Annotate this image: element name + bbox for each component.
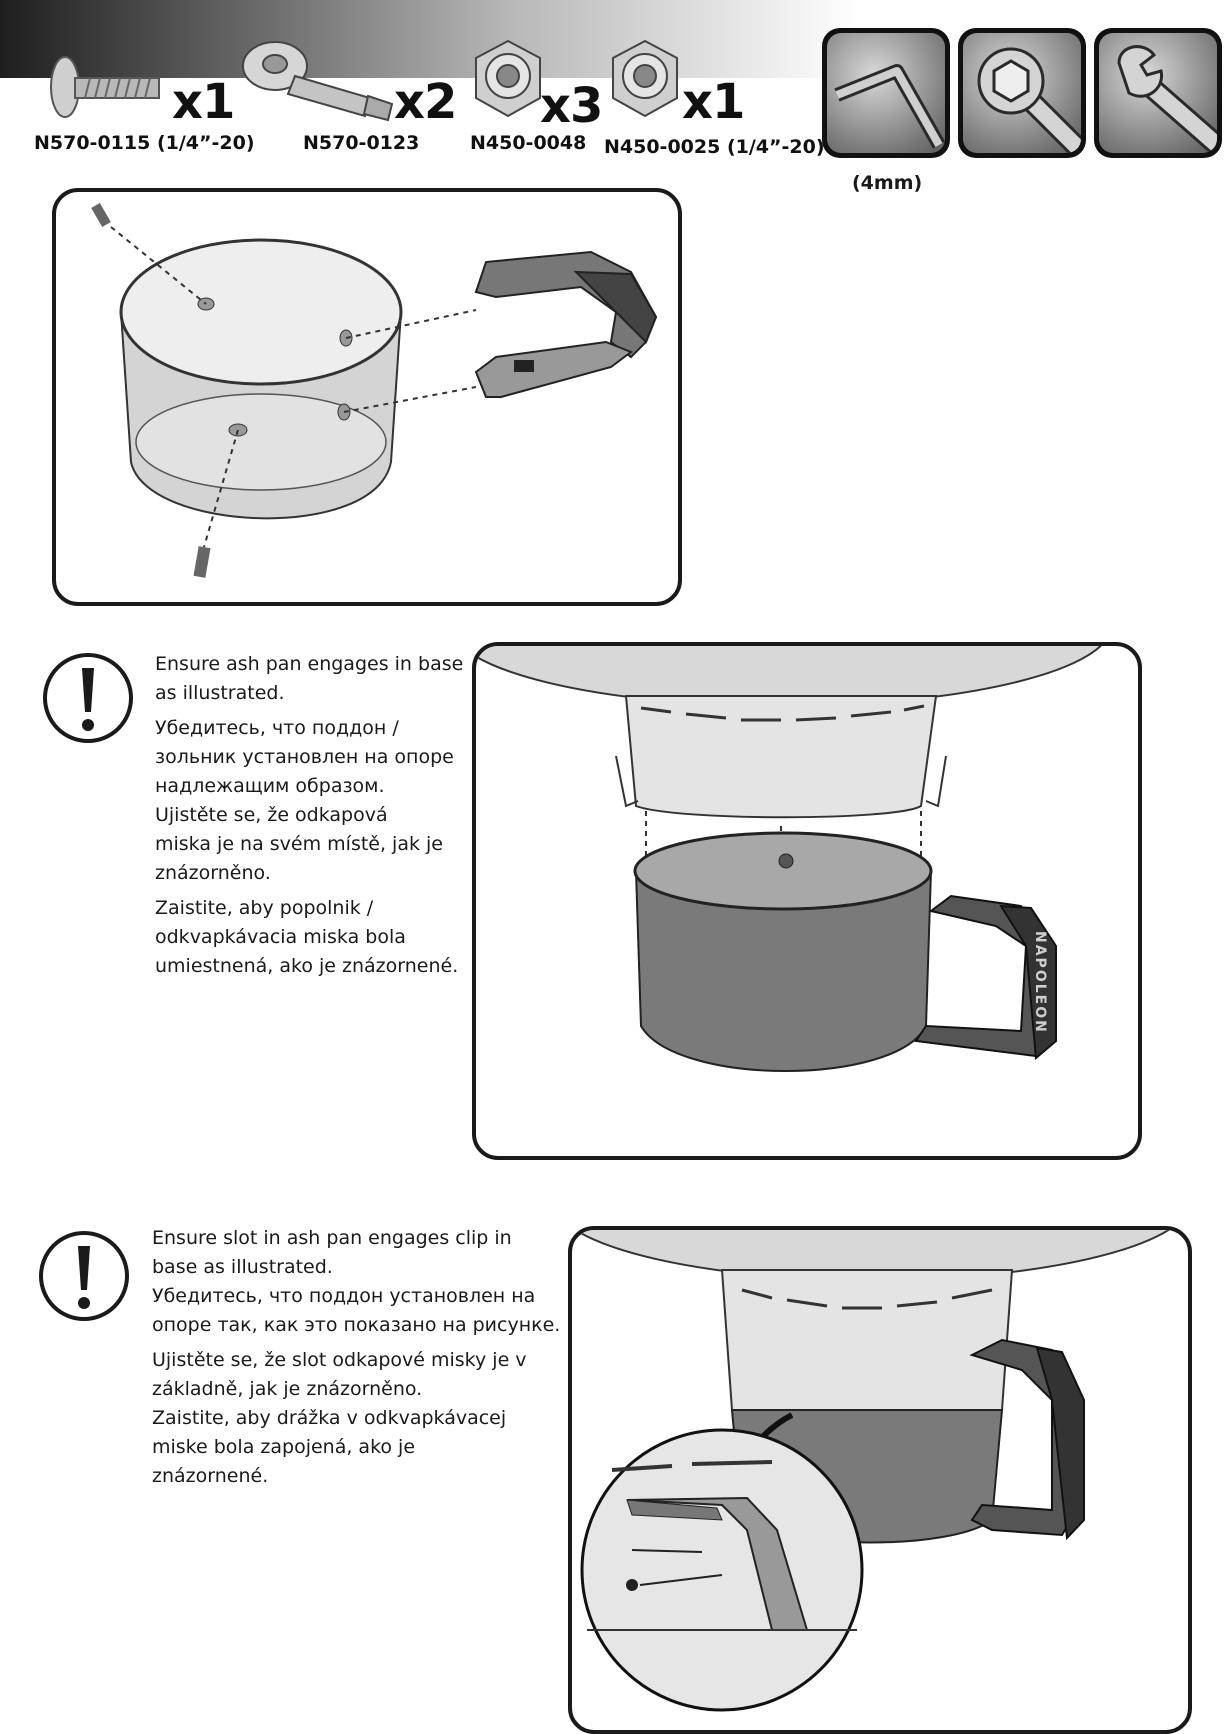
warning-exclamation-icon bbox=[43, 653, 133, 743]
hex-key-icon bbox=[834, 64, 945, 149]
illustration-ash-pan-handle-assembly bbox=[52, 188, 682, 606]
part-4-code: N450-0025 (1/4”-20) bbox=[604, 136, 825, 158]
note-2-sk-line-3: znázornené. bbox=[152, 1465, 269, 1487]
note-2-sk-line-2: miske bola zapojená, ako je bbox=[152, 1436, 416, 1458]
part-3-quantity: x3 bbox=[540, 78, 603, 134]
tool-socket-wrench bbox=[958, 28, 1086, 158]
ash-pan-base-drawing: NAPOLEON bbox=[476, 646, 1102, 1072]
part-2-code: N570-0123 bbox=[303, 132, 420, 154]
header-gradient-bar bbox=[0, 0, 860, 78]
slot-clip-drawing bbox=[573, 1230, 1171, 1712]
shoulder-bolt-icon bbox=[242, 41, 394, 122]
ash-pan-exploded-drawing bbox=[91, 202, 658, 578]
illustration-ash-pan-in-base: NAPOLEON bbox=[472, 642, 1142, 1160]
note-1-en-line-2: as illustrated. bbox=[155, 682, 285, 704]
note-2-ru-line-1: Убедитесь, что поддон установлен на bbox=[152, 1285, 536, 1307]
note-2-text: Ensure slot in ash pan engages clip in ba… bbox=[152, 1224, 560, 1497]
note-1-ru-line-1: Убедитесь, что поддон / bbox=[155, 717, 399, 739]
tool-open-end-wrench bbox=[1094, 28, 1222, 158]
note-2-en-line-1: Ensure slot in ash pan engages clip in bbox=[152, 1227, 512, 1249]
note-2-sk-line-1: Zaistite, aby drážka v odkvapkávacej bbox=[152, 1407, 507, 1429]
illustration-slot-clip-detail bbox=[568, 1226, 1192, 1734]
part-4-quantity: x1 bbox=[682, 74, 745, 130]
note-1-text: Ensure ash pan engages in base as illustr… bbox=[155, 650, 463, 987]
part-1-quantity: x1 bbox=[172, 74, 235, 130]
carriage-bolt-icon bbox=[50, 56, 160, 118]
lock-nut-icon bbox=[612, 39, 678, 118]
part-1-code: N570-0115 (1/4”-20) bbox=[34, 132, 255, 154]
note-2-en-line-2: base as illustrated. bbox=[152, 1256, 333, 1278]
note-1-sk-line-1: Zaistite, aby popolnik / bbox=[155, 897, 374, 919]
note-2-cs-line-1: Ujistěte se, že slot odkapové misky je v bbox=[152, 1349, 527, 1371]
note-1-sk-line-2: odkvapkávacia miska bola bbox=[155, 926, 406, 948]
note-1-cs-line-3: znázorněno. bbox=[155, 862, 271, 884]
note-1-en-line-1: Ensure ash pan engages in base bbox=[155, 653, 464, 675]
note-2-ru-line-2: опоре так, как это показано на рисунке. bbox=[152, 1314, 561, 1336]
socket-wrench-icon bbox=[977, 47, 1081, 153]
note-1-ru-line-2: зольник установлен на опоре bbox=[155, 746, 454, 768]
open-end-wrench-icon bbox=[1117, 45, 1217, 153]
tool-hex-key bbox=[822, 28, 950, 158]
part-2-quantity: x2 bbox=[394, 74, 457, 130]
handle-brand-text: NAPOLEON bbox=[1032, 931, 1048, 1034]
note-1-sk-line-3: umiestnená, ako je znázornené. bbox=[155, 955, 459, 977]
lock-nut-icon bbox=[475, 39, 541, 118]
note-1-ru-line-3: надлежащим образом. bbox=[155, 775, 385, 797]
warning-exclamation-icon bbox=[39, 1231, 129, 1321]
note-1-cs-line-1: Ujistěte se, že odkapová bbox=[155, 804, 388, 826]
tool-size-note: (4mm) bbox=[852, 172, 923, 194]
part-3-code: N450-0048 bbox=[470, 132, 587, 154]
note-2-cs-line-2: základně, jak je znázorněno. bbox=[152, 1378, 423, 1400]
note-1-cs-line-2: miska je na svém místě, jak je bbox=[155, 833, 443, 855]
